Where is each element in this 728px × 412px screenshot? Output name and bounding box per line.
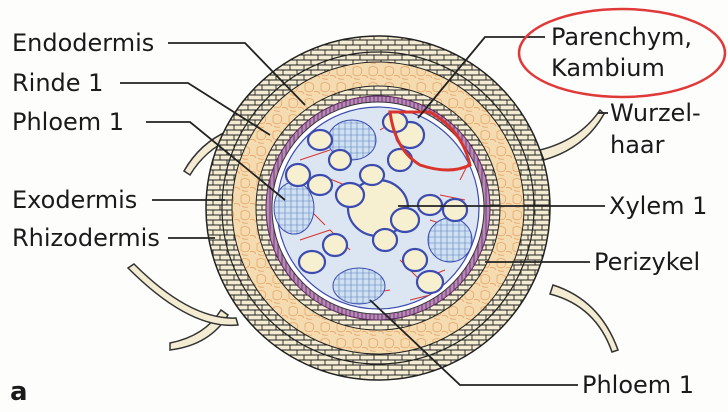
- leader-phloem-left: [146, 121, 286, 201]
- xylem-arms: [284, 110, 469, 295]
- label-xylem: Xylem 1: [609, 192, 708, 220]
- label-phloem-left: Phloem 1: [12, 108, 125, 136]
- leader-rinde: [120, 82, 271, 136]
- highlight-ellipse: [517, 7, 727, 99]
- label-kambium: Kambium: [551, 54, 665, 82]
- label-haar: haar: [610, 131, 665, 159]
- phloem-patch: [332, 267, 386, 305]
- leader-endodermis: [168, 42, 306, 106]
- label-exodermis: Exodermis: [12, 186, 138, 214]
- label-wurzel: Wurzel-: [610, 99, 701, 127]
- root-hair: [549, 284, 619, 353]
- label-rhizodermis: Rhizodermis: [12, 224, 160, 252]
- cambium-region: [388, 110, 472, 172]
- phloem-patch: [427, 217, 473, 263]
- phloem-patches: [273, 119, 473, 305]
- root-hair: [538, 108, 605, 161]
- label-phloem-bottom: Phloem 1: [582, 371, 695, 399]
- label-rinde: Rinde 1: [12, 69, 104, 97]
- panel-letter: a: [10, 377, 28, 407]
- leader-phloem-bottom: [369, 299, 578, 386]
- label-perizykel: Perizykel: [594, 248, 701, 276]
- phloem-patch: [273, 181, 315, 235]
- root-hair: [126, 263, 239, 327]
- label-endodermis: Endodermis: [12, 29, 155, 57]
- exodermis-ring: [221, 51, 535, 365]
- label-parenchym: Parenchym,: [551, 23, 693, 51]
